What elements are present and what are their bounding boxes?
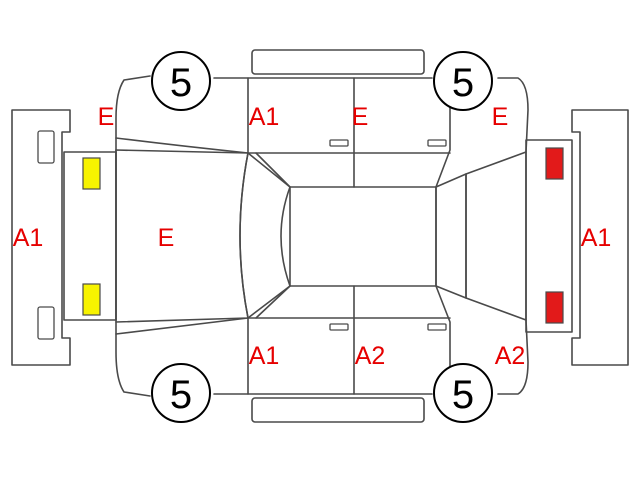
code-rear-right-door: A2 — [355, 342, 386, 370]
tire-rear-left: 5 — [433, 51, 493, 111]
rear-bumper — [571, 109, 629, 366]
tire-circle — [433, 363, 493, 423]
tire-front-right: 5 — [151, 363, 211, 423]
top-side-panel — [251, 49, 425, 75]
rear-left-lamp — [545, 147, 564, 180]
tire-front-left: 5 — [151, 51, 211, 111]
tire-front-left-label: 5 — [170, 61, 192, 105]
code-rear-right-fender: A2 — [495, 342, 526, 370]
tire-rear-right-label: 5 — [452, 373, 474, 417]
tire-rear-left-label: 5 — [452, 61, 474, 105]
front-right-lamp — [82, 283, 101, 316]
code-front-left-door: A1 — [249, 103, 280, 131]
code-rear-left-fender: E — [492, 103, 509, 131]
code-left-end: A1 — [13, 224, 44, 252]
tire-circle — [151, 51, 211, 111]
tire-rear-right: 5 — [433, 363, 493, 423]
code-right-end: A1 — [581, 224, 612, 252]
rear-right-lamp — [545, 291, 564, 324]
code-hood: E — [158, 224, 175, 252]
bottom-side-panel — [251, 397, 425, 423]
code-front-right-door: A1 — [249, 342, 280, 370]
tire-circle — [151, 363, 211, 423]
code-front-left-fender: E — [98, 103, 115, 131]
code-rear-left-door: E — [352, 103, 369, 131]
car-body-outline — [63, 139, 573, 333]
front-bumper — [11, 109, 71, 366]
tire-front-right-label: 5 — [170, 373, 192, 417]
tire-circle — [433, 51, 493, 111]
front-left-lamp — [82, 157, 101, 190]
